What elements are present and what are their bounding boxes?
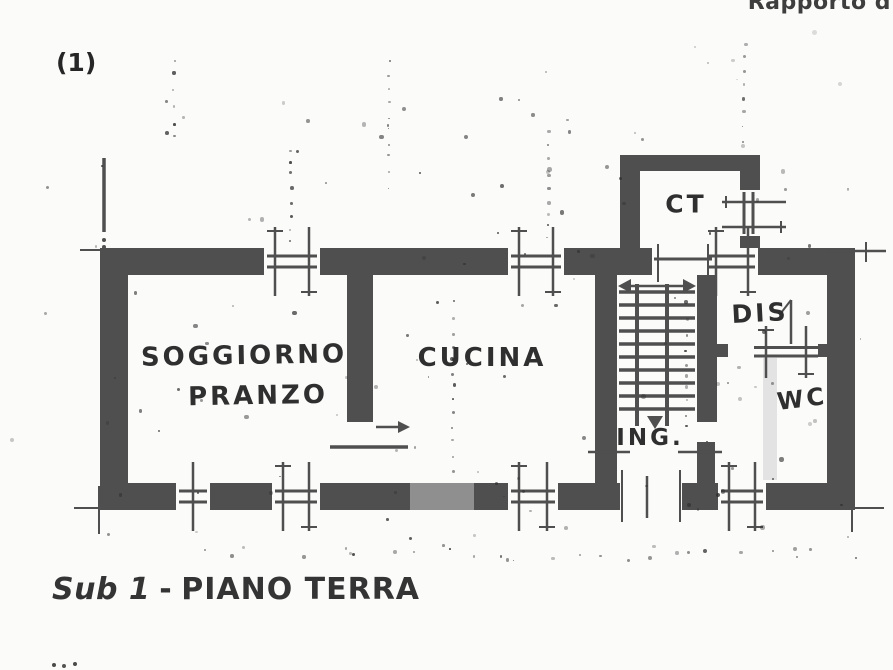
ct-wall-top xyxy=(620,155,760,171)
figure-number: (1) xyxy=(56,48,97,77)
header-text-fragment: Rapporto d xyxy=(747,0,891,15)
stair-direction-arrow xyxy=(647,416,663,429)
stair-direction-arrow xyxy=(683,279,696,293)
window-symbol xyxy=(754,326,818,378)
stair-direction-arrow xyxy=(618,279,631,293)
interior-walls xyxy=(347,270,830,485)
figure-caption: Sub 1-PIANO TERRA xyxy=(52,572,420,607)
window-symbol xyxy=(722,192,786,234)
window-symbol xyxy=(721,462,763,531)
door-swing-wc xyxy=(780,299,793,344)
window-symbol xyxy=(511,462,555,531)
room-label-soggiorno: SOGGIORNO xyxy=(140,339,348,373)
corner-tick-marks xyxy=(74,158,886,534)
window-symbol xyxy=(179,462,207,531)
room-label-cucina: CUCINA xyxy=(417,343,547,373)
partition-soggiorno-cucina xyxy=(347,270,373,422)
room-label-ct: CT xyxy=(665,189,707,219)
wall-ing-wc xyxy=(697,442,715,485)
partition-dis-wc-stub xyxy=(700,344,728,357)
window-symbol xyxy=(267,227,317,296)
ct-wall-left xyxy=(620,155,640,255)
room-label-ing: ING. xyxy=(616,425,684,451)
door-swing-soggiorno xyxy=(330,421,410,449)
room-label-dis: DIS xyxy=(730,297,790,329)
caption-floor-title: PIANO TERRA xyxy=(181,572,421,607)
window-symbol xyxy=(708,227,756,296)
caption-separator: - xyxy=(159,572,173,607)
scan-artifact-band xyxy=(763,358,777,480)
stairwell-wall-left xyxy=(595,270,617,485)
room-label-pranzo: PRANZO xyxy=(187,379,329,413)
outer-walls xyxy=(100,248,855,510)
door-threshold-ct xyxy=(654,244,712,282)
partition-dis-wc-end xyxy=(818,344,830,357)
wall-left xyxy=(100,248,128,510)
staircase xyxy=(618,279,696,429)
window-symbol xyxy=(275,462,317,531)
scan-artifact-light-wall xyxy=(410,483,474,510)
door-entrance xyxy=(621,470,681,522)
wall-right xyxy=(827,248,855,505)
window-symbol xyxy=(511,227,561,296)
caption-sub-label: Sub 1 xyxy=(52,572,151,607)
